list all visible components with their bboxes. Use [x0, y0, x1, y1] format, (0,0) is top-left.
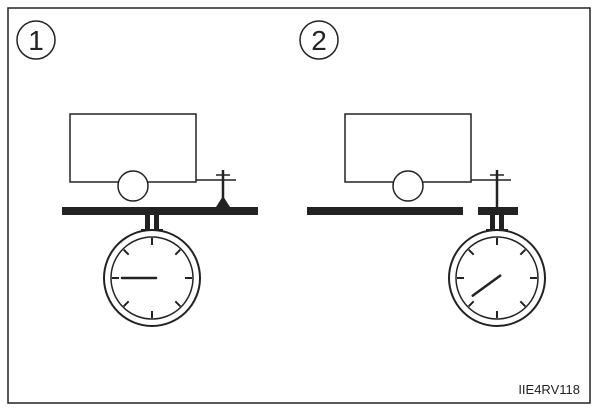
panel-2-dial-ticks [457, 238, 537, 318]
panel-1-hitch-jack [216, 170, 230, 207]
panel-1-trailer-wheel [117, 170, 149, 202]
panel-1-ground-bar [62, 207, 258, 215]
dial-tick [468, 249, 475, 256]
panel-1: 1 [16, 20, 258, 327]
panel-2-hitch-jack [490, 170, 504, 207]
panel-2-number: 2 [311, 25, 327, 56]
panel-2-scale [448, 215, 546, 327]
dial-tick [519, 249, 526, 256]
panel-1-dial-ticks [112, 238, 192, 318]
panel-2-number-circle [299, 20, 339, 60]
panel-1-number: 1 [28, 25, 44, 56]
panel-2-trailer-wheel [392, 170, 424, 202]
panel-2-ground-bar [307, 207, 463, 215]
dial-tick [468, 300, 475, 307]
figure-frame [7, 7, 591, 404]
dial-tick [174, 249, 181, 256]
panel-1-scale [103, 215, 201, 327]
dial-tick [174, 300, 181, 307]
dial-tick [123, 249, 130, 256]
panel-2: 2 [299, 20, 546, 327]
panel-1-number-circle [16, 20, 56, 60]
panel-1-trailer [69, 113, 236, 202]
dial-tick [123, 300, 130, 307]
panel-2-hitch-pad [478, 207, 518, 215]
panel-2-dial-needle [471, 274, 502, 297]
panel-2-trailer [344, 113, 511, 202]
dial-tick [519, 300, 526, 307]
figure-code: IIE4RV118 [518, 382, 580, 397]
